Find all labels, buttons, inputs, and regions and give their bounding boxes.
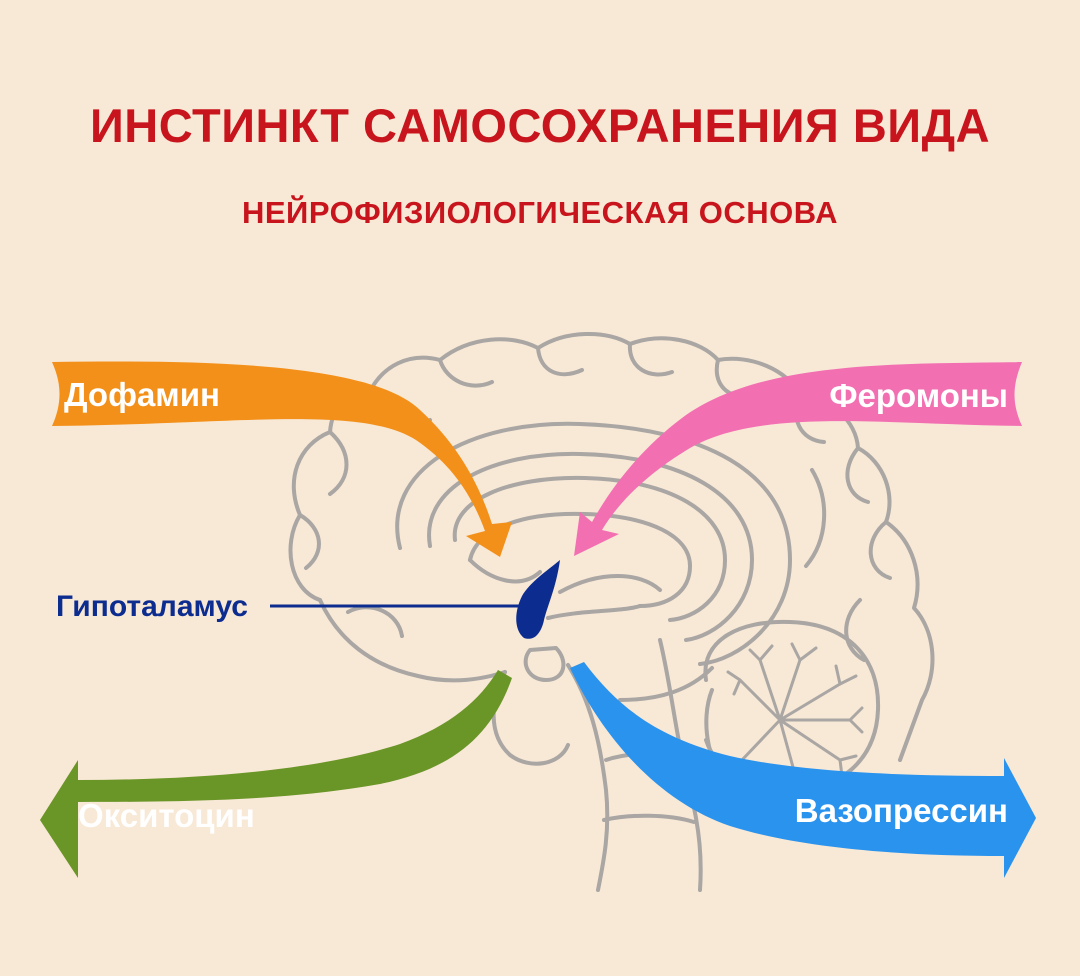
page-title: ИНСТИНКТ САМОСОХРАНЕНИЯ ВИДА <box>89 99 991 152</box>
vasopressin-arrow: Вазопрессин <box>570 662 1036 878</box>
vasopressin-label: Вазопрессин <box>795 792 1008 829</box>
hypothalamus-shape <box>516 560 560 639</box>
hypothalamus-label: Гипоталамус <box>56 590 248 623</box>
pheromones-label: Феромоны <box>829 377 1008 414</box>
oxytocin-label: Окситоцин <box>78 797 255 834</box>
dopamine-label: Дофамин <box>64 376 220 413</box>
corpus-callosum <box>452 475 727 622</box>
pheromones-arrow: Феромоны <box>574 362 1022 556</box>
pituitary <box>523 646 566 682</box>
page-subtitle: НЕЙРОФИЗИОЛОГИЧЕСКАЯ ОСНОВА <box>241 195 838 230</box>
brainstem <box>566 663 610 892</box>
dopamine-arrow: Дофамин <box>52 361 512 557</box>
oxytocin-arrow: Окситоцин <box>40 670 512 878</box>
arbor-vitae <box>726 642 864 780</box>
